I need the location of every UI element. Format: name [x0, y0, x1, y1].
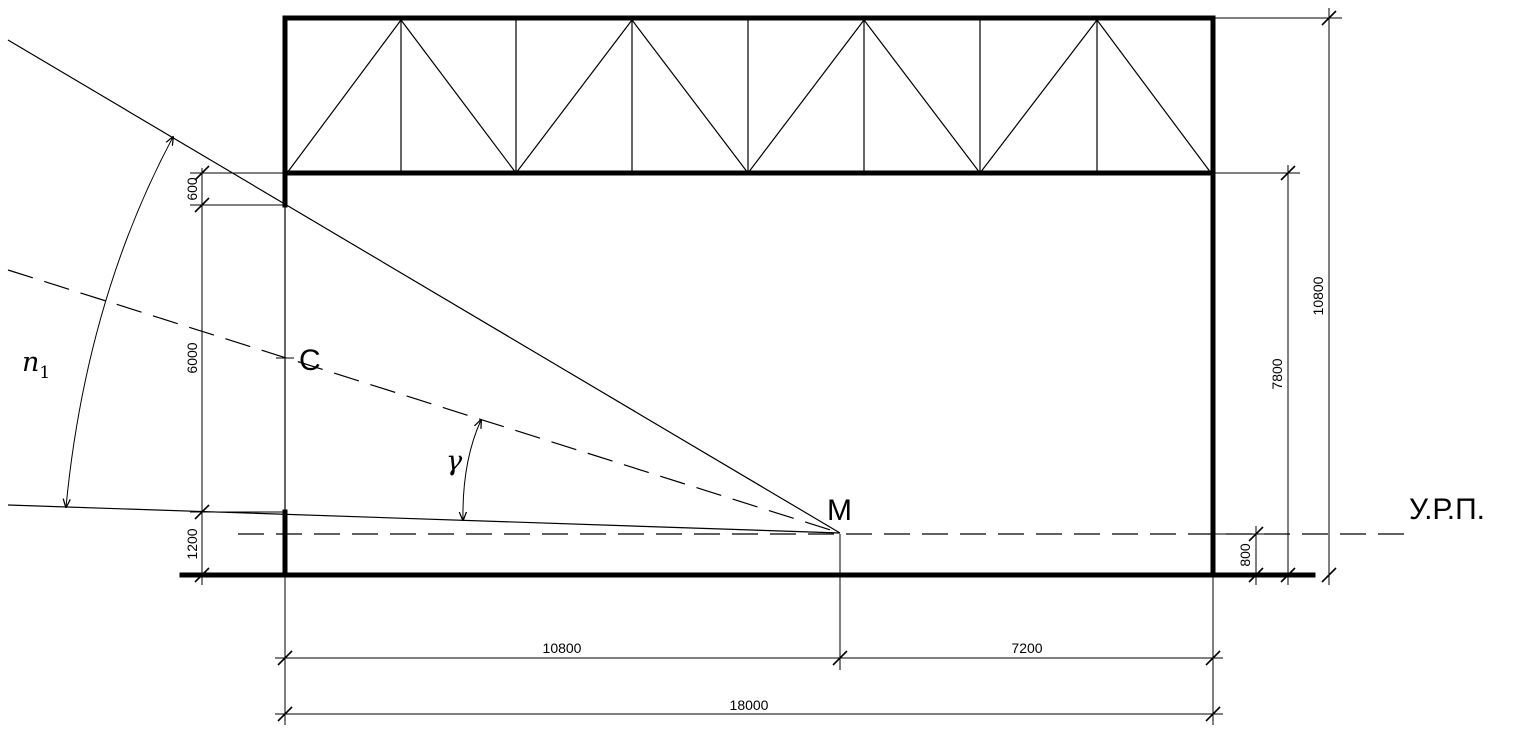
dim-total-span: 18000 [730, 697, 769, 713]
bottom-dimension-chains [275, 534, 1223, 725]
dim-total-height: 10800 [1310, 276, 1326, 315]
dim-top-offset: 600 [184, 177, 200, 201]
angle-gamma-label: γ [446, 446, 463, 477]
left-dimension-chain [190, 165, 285, 585]
lower-ray [7, 504, 841, 534]
angle-n-subscript: 1 [39, 363, 50, 383]
dim-window-height: 6000 [184, 342, 200, 373]
dim-truss-bottom-height: 7800 [1269, 358, 1285, 389]
right-dimension-chains [1213, 8, 1342, 585]
dim-right-span: 7200 [1011, 640, 1042, 656]
angle-n1-label: n1 [22, 347, 50, 383]
angle-gamma-arc [463, 420, 481, 520]
upper-ray [7, 39, 841, 534]
building-frame [282, 15, 1216, 578]
axis-ray [7, 269, 841, 534]
dim-sill-height: 1200 [184, 528, 200, 559]
point-m-label: M [827, 494, 852, 527]
angle-n-symbol: n [22, 347, 39, 378]
angle-n1-arc [66, 137, 173, 507]
point-c-label: C [299, 344, 321, 377]
light-rays [7, 39, 841, 534]
roof-truss [286, 18, 1212, 174]
dim-left-span: 10800 [543, 640, 582, 656]
dim-work-plane-height: 800 [1237, 543, 1253, 567]
floor-level-label: У.Р.П. [1409, 493, 1485, 526]
